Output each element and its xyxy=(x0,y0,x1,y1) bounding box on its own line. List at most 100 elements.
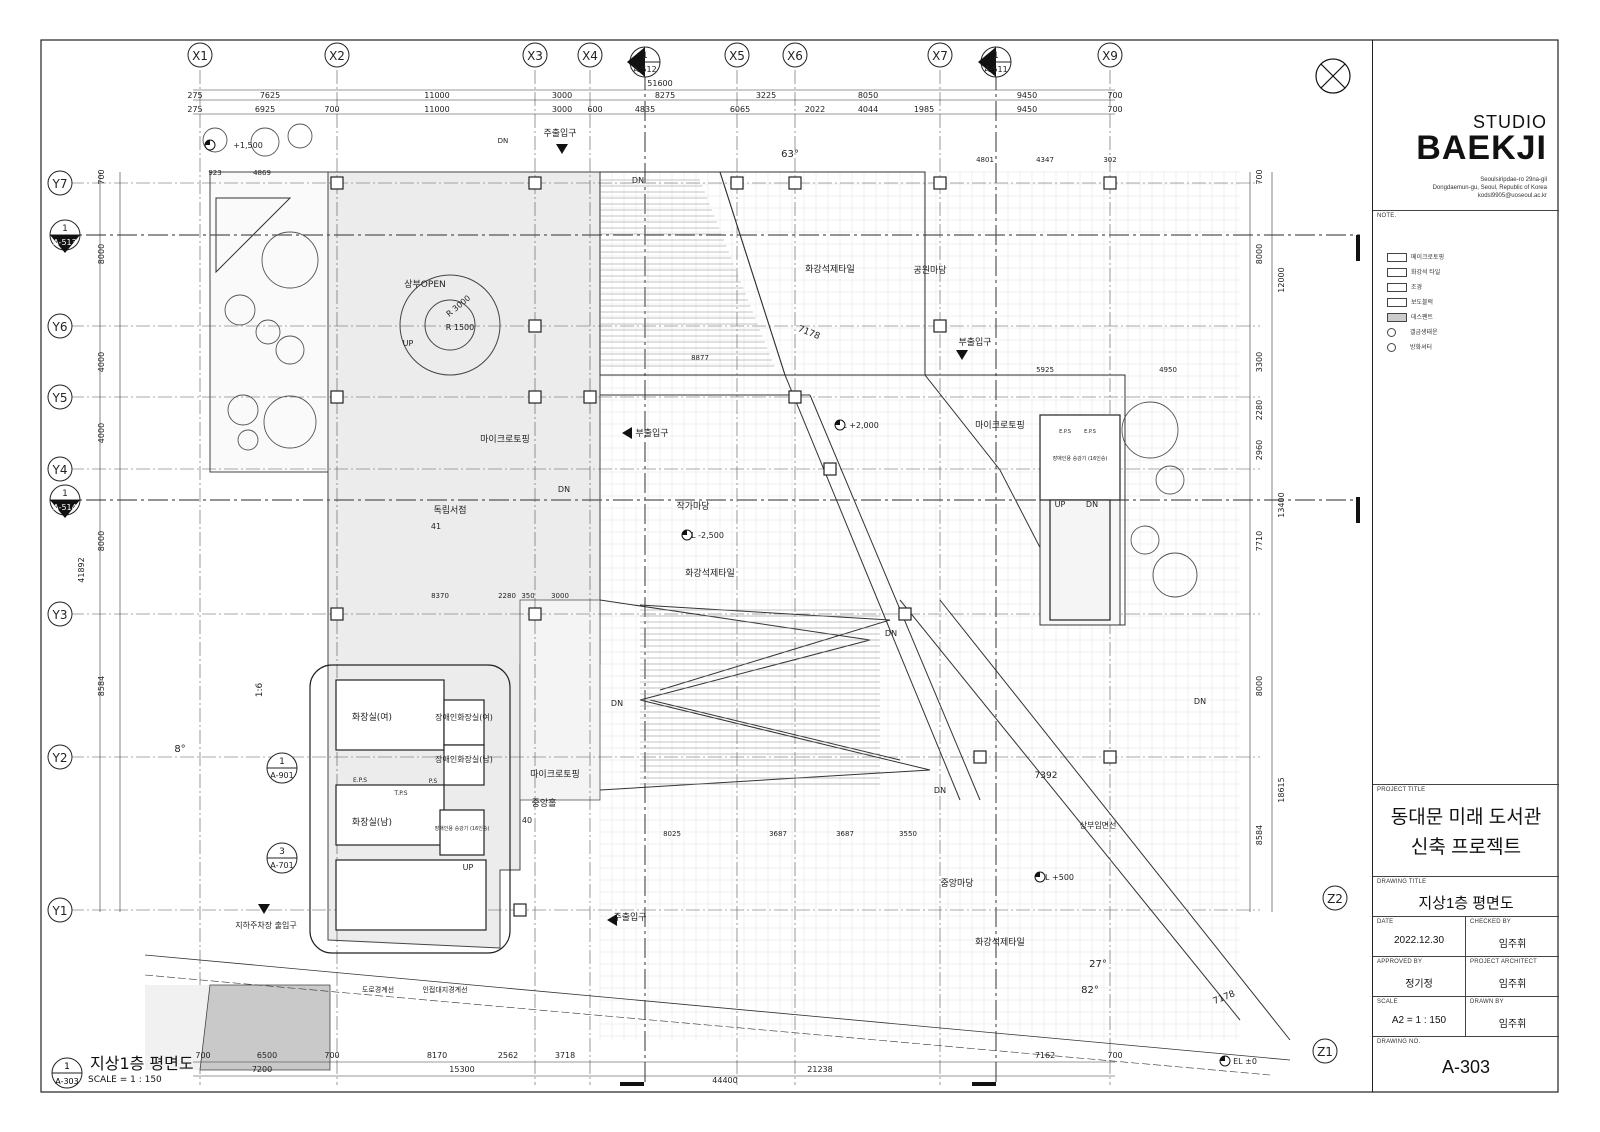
level-central: EL +500 xyxy=(1040,873,1074,882)
label-upper-line: 상부입면선 xyxy=(1080,820,1117,830)
title-block: STUDIO BAEKJI Seoulsiripdae-ro 29na-gil … xyxy=(1372,40,1559,1092)
dim-top-1: 700 xyxy=(1107,91,1122,100)
misc-dim: 4801 xyxy=(976,156,994,164)
grid-label-z: Z1 xyxy=(1317,1045,1333,1059)
section-sheet: A-901 xyxy=(270,771,293,780)
legend-item: 화강석 타일 xyxy=(1381,268,1440,278)
dim-top-2: 9450 xyxy=(1017,105,1037,114)
column xyxy=(528,319,542,333)
label-parking-entrance: 지하주차장 출입구 xyxy=(235,920,296,930)
level-zero: EL ±0 xyxy=(1233,1057,1257,1066)
dim-left: 8000 xyxy=(97,531,106,551)
label-tps: T.P.S xyxy=(393,790,407,797)
notes-label: NOTE. xyxy=(1377,213,1397,219)
misc-dim: 7178 xyxy=(1212,989,1237,1007)
date-cell: DATE 2022.12.30 xyxy=(1373,916,1466,956)
label-sub-entrance: 부출입구 xyxy=(958,336,991,348)
caption-ref-sheet: A-303 xyxy=(55,1077,78,1086)
label-micro-topping: 마이크로토핑 xyxy=(975,420,1025,431)
label-main-entrance: 주출입구 xyxy=(543,127,576,139)
label-dn: DN xyxy=(558,485,570,494)
architect-cell: PROJECT ARCHITECT 임주휘 xyxy=(1466,956,1559,996)
entrance-arrow-icon xyxy=(622,427,632,439)
legend-item-label: 갤금생태운 xyxy=(1410,330,1438,337)
drawn-label: DRAWN BY xyxy=(1470,999,1504,1005)
section-num: 3 xyxy=(279,847,285,857)
column xyxy=(513,903,527,917)
dim-bottom-1: 700 xyxy=(1107,1051,1122,1060)
label-dn: DN xyxy=(632,176,644,185)
angle-label: 63° xyxy=(781,149,799,160)
label-eps: E.P.S xyxy=(1059,429,1071,435)
section-arrow-icon xyxy=(50,235,80,253)
misc-dim: 4869 xyxy=(253,169,271,177)
grid-label-y: Y4 xyxy=(52,463,68,477)
column xyxy=(898,607,912,621)
dim-top-1: 11000 xyxy=(424,91,449,100)
entrance-arrow-icon xyxy=(556,144,568,154)
columns xyxy=(330,176,1117,917)
entrance-arrow-icon xyxy=(607,914,617,926)
scale-cell: SCALE A2 = 1 : 150 xyxy=(1373,996,1466,1036)
label-main-entrance: 주출입구 xyxy=(613,911,646,923)
column xyxy=(933,319,947,333)
grid-label-x: X9 xyxy=(1102,49,1118,63)
dim-top-2: 3000 xyxy=(552,105,572,114)
level-yard: EL -2,500 xyxy=(686,531,724,540)
legend-item-label: 데스팬트 xyxy=(1411,315,1434,322)
column xyxy=(823,462,837,476)
dim-total-top: 51600 xyxy=(647,79,672,88)
angle-label: 82° xyxy=(1081,985,1099,996)
notes-section: NOTE. 메이크로토핑 화강석 타일 조경 보도블럭 데스팬트 갤금생태운 방… xyxy=(1373,210,1559,824)
label-up: UP xyxy=(403,339,414,348)
architect-label: PROJECT ARCHITECT xyxy=(1470,959,1537,965)
dim-left: 4000 xyxy=(97,352,106,372)
column xyxy=(973,750,987,764)
elevator-core-right xyxy=(1039,414,1121,621)
label-ps: P.S xyxy=(429,778,438,785)
column xyxy=(528,176,542,190)
grid-label-y: Y5 xyxy=(52,391,68,405)
dim-top-1: 8050 xyxy=(858,91,878,100)
project-title-label: PROJECT TITLE xyxy=(1377,787,1426,793)
section-sheet: A-513 xyxy=(53,238,76,247)
dim-right-total: 12000 xyxy=(1277,267,1286,292)
grid-label-x: X6 xyxy=(787,49,803,63)
label-dn: DN xyxy=(611,699,623,708)
dim-top-1: 9450 xyxy=(1017,91,1037,100)
label-dn: DN xyxy=(1194,697,1206,706)
date-label: DATE xyxy=(1377,919,1394,925)
label-room-no: 40 xyxy=(522,816,532,825)
label-upper-open: 상부OPEN xyxy=(404,279,446,290)
dim-top-2: 4835 xyxy=(635,105,655,114)
grid-bubble xyxy=(47,744,73,770)
label-central-yard: 중앙마당 xyxy=(940,877,973,889)
approved-cell: APPROVED BY 정기정 xyxy=(1373,956,1466,996)
misc-dim: 4950 xyxy=(1159,366,1177,374)
dim-top-1: 275 xyxy=(187,91,202,100)
label-dn: DN xyxy=(498,137,509,145)
address-line: Seoulsiripdae-ro 29na-gil xyxy=(1480,177,1547,183)
misc-dim: 7178 xyxy=(796,324,821,342)
label-up: UP xyxy=(1055,500,1066,509)
column xyxy=(1103,176,1117,190)
column xyxy=(528,607,542,621)
trees-right xyxy=(1121,401,1198,598)
column xyxy=(933,176,947,190)
toilet-rooms xyxy=(335,679,487,931)
north-arrow-icon xyxy=(1315,58,1351,94)
dim-top-2: 6065 xyxy=(730,105,750,114)
section-arrow-icon xyxy=(50,500,80,518)
label-dn: DN xyxy=(934,786,946,795)
project-title-section: PROJECT TITLE 동대문 미래 도서관 신축 프로젝트 xyxy=(1373,784,1559,876)
project-title-line: 신축 프로젝트 xyxy=(1410,837,1522,858)
dim-right: 700 xyxy=(1255,169,1264,184)
column xyxy=(330,176,344,190)
drawing-no-cell: DRAWING NO. A-303 xyxy=(1373,1036,1559,1092)
label-toilet-acc-f: 장애인화장실(여) xyxy=(435,712,493,722)
caption-ref-bubble: 1 A-303 xyxy=(51,1057,83,1089)
column xyxy=(1103,750,1117,764)
grid-bubble xyxy=(187,42,213,68)
grid-label-x: X1 xyxy=(192,49,208,63)
column xyxy=(528,390,542,404)
